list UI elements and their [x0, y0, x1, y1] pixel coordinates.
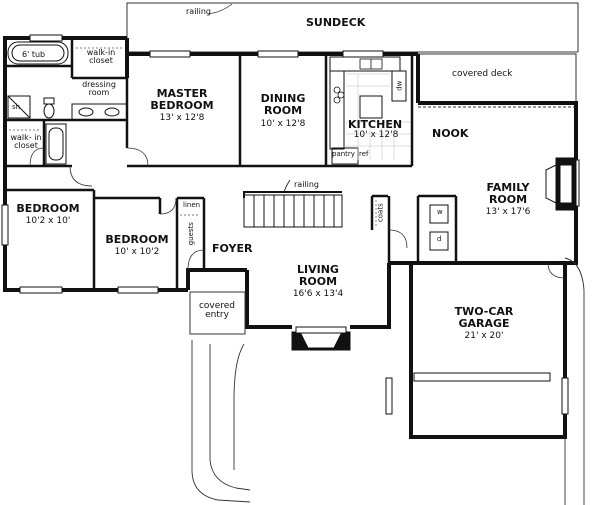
family-room-size: 13' x 17'6: [485, 207, 531, 217]
bedroom-left-size: 10'2 x 10': [25, 216, 71, 226]
kitchen-size: 10' x 12'8: [353, 130, 399, 140]
foyer-label: FOYER: [212, 242, 253, 255]
covered-entry-label: covered entry: [198, 301, 236, 321]
guests-label: guests: [186, 222, 195, 246]
living-room-size: 16'6 x 13'4: [292, 289, 344, 299]
covered-entry-outline: [189, 291, 246, 335]
garage-size: 21' x 20': [464, 331, 504, 341]
stair-railing: [243, 179, 342, 198]
living-fireplace: [291, 326, 351, 351]
kitchen-sink: [359, 58, 383, 70]
toilet-fixture: [43, 97, 55, 119]
bedroom-mid-size: 10' x 10'2: [114, 247, 160, 257]
closet-shelves: [180, 200, 377, 228]
bedroom-mid-label: BEDROOM: [105, 233, 169, 246]
living-room-label: LIVING ROOM: [297, 263, 339, 288]
covered-deck-label: covered deck: [452, 69, 513, 79]
dw-label: dw: [395, 80, 404, 91]
stairs: [243, 194, 343, 228]
walkway: [191, 340, 251, 503]
dining-room-label: DINING ROOM: [260, 92, 306, 117]
laundry-appliances: [429, 204, 449, 251]
coats-label: coats: [376, 203, 385, 223]
tub-label: 6' tub: [22, 50, 46, 59]
bathtub-fixture: [45, 123, 67, 165]
family-room-label: FAMILY ROOM: [486, 181, 530, 206]
dryer-label: d: [437, 235, 442, 243]
garage-label: TWO-CAR GARAGE: [454, 305, 514, 330]
washer-label: w: [437, 208, 443, 216]
doors: [29, 147, 566, 279]
garage-door: [413, 372, 551, 382]
driveway: [564, 257, 585, 505]
railing-stair-label: railing: [294, 180, 320, 189]
shower-fixture: [7, 95, 31, 119]
sundeck-label: SUNDECK: [306, 16, 366, 29]
nook-label: NOOK: [432, 127, 469, 140]
interior-walls: [5, 38, 458, 290]
railing-top-label: railing: [186, 7, 212, 16]
railing-leader: [207, 3, 233, 15]
kitchen-label: KITCHEN: [347, 118, 403, 131]
sh-label: sh: [12, 103, 21, 111]
bedroom-left-label: BEDROOM: [16, 202, 80, 215]
master-bedroom-label: MASTER BEDROOM: [150, 87, 214, 112]
master-bedroom-size: 13' x 12'8: [159, 113, 205, 123]
linen-label: linen: [183, 201, 201, 209]
kitchen-tile: [346, 73, 410, 160]
vanity-fixture: [71, 103, 128, 121]
kitchen-counters: [329, 56, 407, 165]
tub-fixture: [7, 41, 69, 65]
walkin-closet-top-label: walk-in closet: [86, 48, 116, 66]
kitchen-range: [333, 86, 345, 104]
ref-label: ref: [359, 150, 369, 158]
walkin-closet-left-label: walk- in closet: [10, 133, 42, 151]
pantry-label: pantry: [332, 150, 355, 158]
family-fireplace: [545, 157, 577, 211]
dressing-room-label: dressing room: [82, 80, 116, 98]
dining-room-size: 10' x 12'8: [260, 119, 306, 129]
closet-rods: [9, 47, 124, 131]
